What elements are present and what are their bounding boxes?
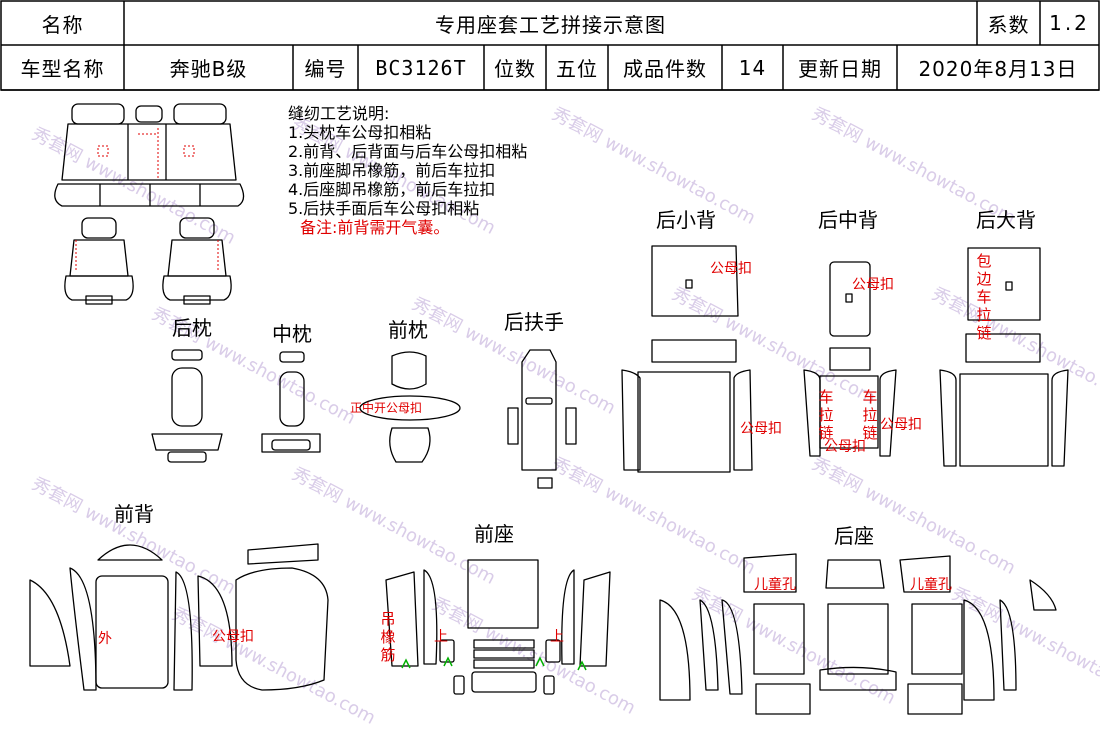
label-middle-headrest: 中枕 xyxy=(272,322,312,346)
name-label: 名称 xyxy=(41,12,84,37)
front-back-pieces xyxy=(29,543,329,691)
seats-label: 位数 xyxy=(494,57,536,81)
date-label: 更新日期 xyxy=(798,57,882,81)
annotation-child-hole-right: 儿童孔 xyxy=(910,577,952,593)
annotation-snap-small-back-lower: 公母扣 xyxy=(740,421,782,437)
annotation-zipper-right: 车拉链 xyxy=(862,388,878,442)
front-seat-overview-left xyxy=(64,217,134,305)
rear-small-back-pieces xyxy=(621,245,753,473)
label-front-back: 前背 xyxy=(114,502,154,526)
rear-big-back-pieces xyxy=(939,247,1069,467)
label-front-seat: 前座 xyxy=(474,522,514,546)
label-rear-headrest: 后枕 xyxy=(172,316,212,340)
pieces-label: 成品件数 xyxy=(623,57,707,81)
annotation-snap-mid-back-lower: 公母扣 xyxy=(824,439,866,455)
sewing-notes: 缝纫工艺说明: 1.头枕车公母扣相粘 2.前背、后背面与后车公母扣相粘 3.前座… xyxy=(288,104,527,237)
annotation-edge-zipper: 包边车拉链 xyxy=(976,252,992,342)
seats-value: 五位 xyxy=(556,57,598,81)
front-seat-overview-right xyxy=(162,217,232,305)
annotation-zipper-left: 车拉链 xyxy=(818,388,834,442)
notes-remark: 备注:前背需开气囊。 xyxy=(300,218,450,237)
annotation-up-right: 上 xyxy=(550,629,564,645)
label-rear-big-back: 后大背 xyxy=(976,208,1036,232)
document-title: 专用座套工艺拼接示意图 xyxy=(435,12,666,37)
label-rear-armrest: 后扶手 xyxy=(504,310,564,334)
code-value: BC3126T xyxy=(375,55,467,80)
label-rear-seat: 后座 xyxy=(834,524,874,548)
notes-item: 1.头枕车公母扣相粘 xyxy=(288,123,432,142)
factor-label: 系数 xyxy=(987,12,1030,37)
annotation-front-opening: 正中开公母扣 xyxy=(350,401,423,415)
annotation-hanging-band: 吊橡筋 xyxy=(380,610,396,664)
notes-title: 缝纫工艺说明: xyxy=(288,104,390,123)
notes-item: 3.前座脚吊橡筋，前后车拉扣 xyxy=(288,161,496,180)
rear-headrest-pieces xyxy=(151,349,223,463)
rear-armrest-pieces xyxy=(507,349,577,489)
front-seat-pieces xyxy=(385,559,611,695)
front-headrest-pieces xyxy=(359,351,461,463)
annotation-snap-mid-back-side: 公母扣 xyxy=(880,417,922,433)
model-label: 车型名称 xyxy=(20,57,105,81)
label-rear-mid-back: 后中背 xyxy=(818,208,878,232)
header-grid xyxy=(0,0,1100,91)
annotation-outer: 外 xyxy=(98,631,112,647)
pieces-value: 14 xyxy=(738,55,767,80)
rear-mid-back-pieces xyxy=(803,261,897,457)
label-front-headrest: 前枕 xyxy=(388,318,428,342)
annotation-snap-front-back: 公母扣 xyxy=(212,629,254,645)
middle-headrest-pieces xyxy=(261,351,321,453)
rear-bench-overview xyxy=(54,103,245,207)
annotation-snap-small-back: 公母扣 xyxy=(710,261,752,277)
notes-item: 2.前背、后背面与后车公母扣相粘 xyxy=(288,142,528,161)
factor-value: 1.2 xyxy=(1049,11,1090,35)
notes-item: 5.后扶手面后车公母扣相粘 xyxy=(288,199,480,218)
annotation-up-left: 上 xyxy=(434,629,448,645)
code-label: 编号 xyxy=(304,57,347,81)
annotation-child-hole-left: 儿童孔 xyxy=(754,577,796,593)
rear-seat-pieces xyxy=(659,553,1057,715)
annotation-snap-mid-back: 公母扣 xyxy=(852,277,894,293)
notes-item: 4.后座脚吊橡筋，前后车拉扣 xyxy=(288,180,496,199)
label-rear-small-back: 后小背 xyxy=(656,208,716,232)
model-value: 奔驰B级 xyxy=(169,57,248,81)
date-value: 2020年8月13日 xyxy=(918,57,1078,81)
